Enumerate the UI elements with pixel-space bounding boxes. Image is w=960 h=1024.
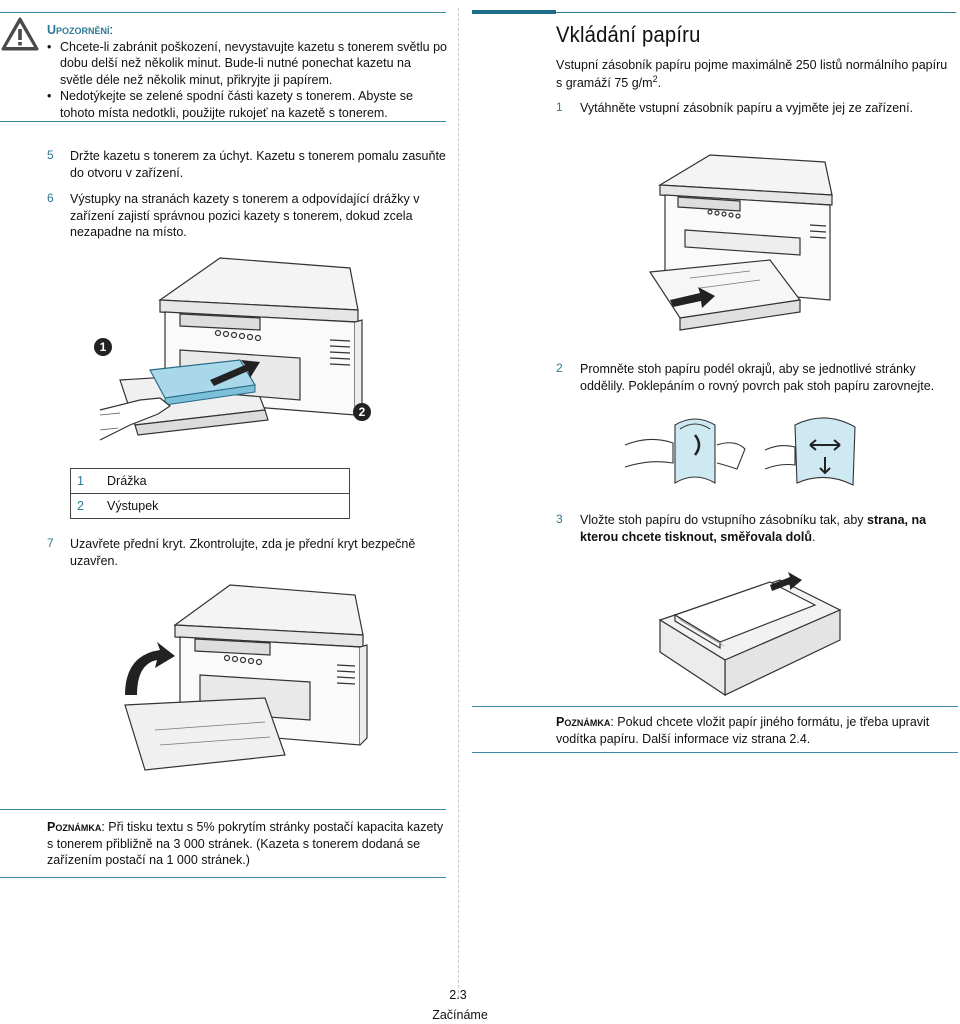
toner-insertion-illustration	[99, 257, 363, 441]
table-cell-label: Výstupek	[101, 493, 350, 519]
note-text: : Při tisku textu s 5% pokrytím stránky …	[47, 820, 444, 867]
note-right-top-rule	[472, 706, 958, 707]
note-text: : Pokud chcete vložit papír jiného formá…	[556, 715, 930, 746]
warning-icon	[0, 16, 40, 57]
parts-table: 1 Drážka 2 Výstupek	[70, 468, 350, 519]
note-top-rule	[0, 809, 446, 810]
table-cell-label: Drážka	[101, 468, 350, 494]
table-cell-num: 2	[70, 493, 101, 519]
step-5-text: Držte kazetu s tonerem za úchyt. Kazetu …	[70, 149, 446, 180]
note-right: Poznámka: Pokud chcete vložit papír jiné…	[556, 714, 956, 747]
step-2-text: Promněte stoh papíru podél okrajů, aby s…	[580, 362, 935, 393]
note-right-bottom-rule	[472, 752, 958, 753]
callout-1: 1	[94, 338, 112, 356]
step-3-text: Vložte stoh papíru do vstupního zásobník…	[580, 513, 927, 544]
caution-item: Nedotýkejte se zelené spodní části kazet…	[47, 88, 447, 121]
page-number: 2.3	[449, 988, 467, 1002]
chapter-name: Začínáme	[432, 1008, 488, 1022]
close-cover-illustration	[124, 584, 368, 771]
section-intro: Vstupní zásobník papíru pojme maximálně …	[556, 58, 948, 90]
note-label: Poznámka	[47, 820, 102, 834]
note-bottom-rule	[0, 877, 446, 878]
flex-paper-illustration	[624, 417, 856, 486]
step-1-text: Vytáhněte vstupní zásobník papíru a vyjm…	[580, 101, 914, 115]
caution-label: Upozornění	[47, 23, 110, 37]
table-row: 2 Výstupek	[70, 493, 350, 519]
step-6-text: Výstupky na stranách kazety s tonerem a …	[70, 192, 420, 239]
caution-item: Chcete-li zabránit poškození, nevystavuj…	[47, 39, 447, 89]
note-left: Poznámka: Při tisku textu s 5% pokrytím …	[47, 819, 447, 869]
step-number: 2	[556, 361, 563, 375]
step-number: 7	[47, 536, 54, 550]
caution-bottom-rule	[0, 121, 446, 122]
load-paper-illustration	[658, 572, 842, 697]
title-rule	[556, 12, 956, 13]
caution-top-rule	[0, 12, 446, 13]
step-number: 6	[47, 191, 54, 205]
step-number: 1	[556, 100, 563, 114]
step-number: 3	[556, 512, 563, 526]
table-row: 1 Drážka	[70, 468, 350, 494]
caution-block: Upozornění: Chcete-li zabránit poškození…	[47, 22, 447, 121]
caution-list: Chcete-li zabránit poškození, nevystavuj…	[47, 39, 447, 122]
note-label: Poznámka	[556, 715, 611, 729]
section-title: Vkládání papíru	[556, 22, 701, 47]
step-number: 5	[47, 148, 54, 162]
step-7-text: Uzavřete přední kryt. Zkontrolujte, zda …	[70, 537, 416, 568]
title-accent-bar	[472, 10, 556, 14]
pull-tray-illustration	[648, 154, 833, 331]
column-divider	[458, 8, 459, 998]
callout-2: 2	[353, 403, 371, 421]
caution-heading: Upozornění:	[47, 23, 114, 37]
table-cell-num: 1	[70, 468, 101, 494]
